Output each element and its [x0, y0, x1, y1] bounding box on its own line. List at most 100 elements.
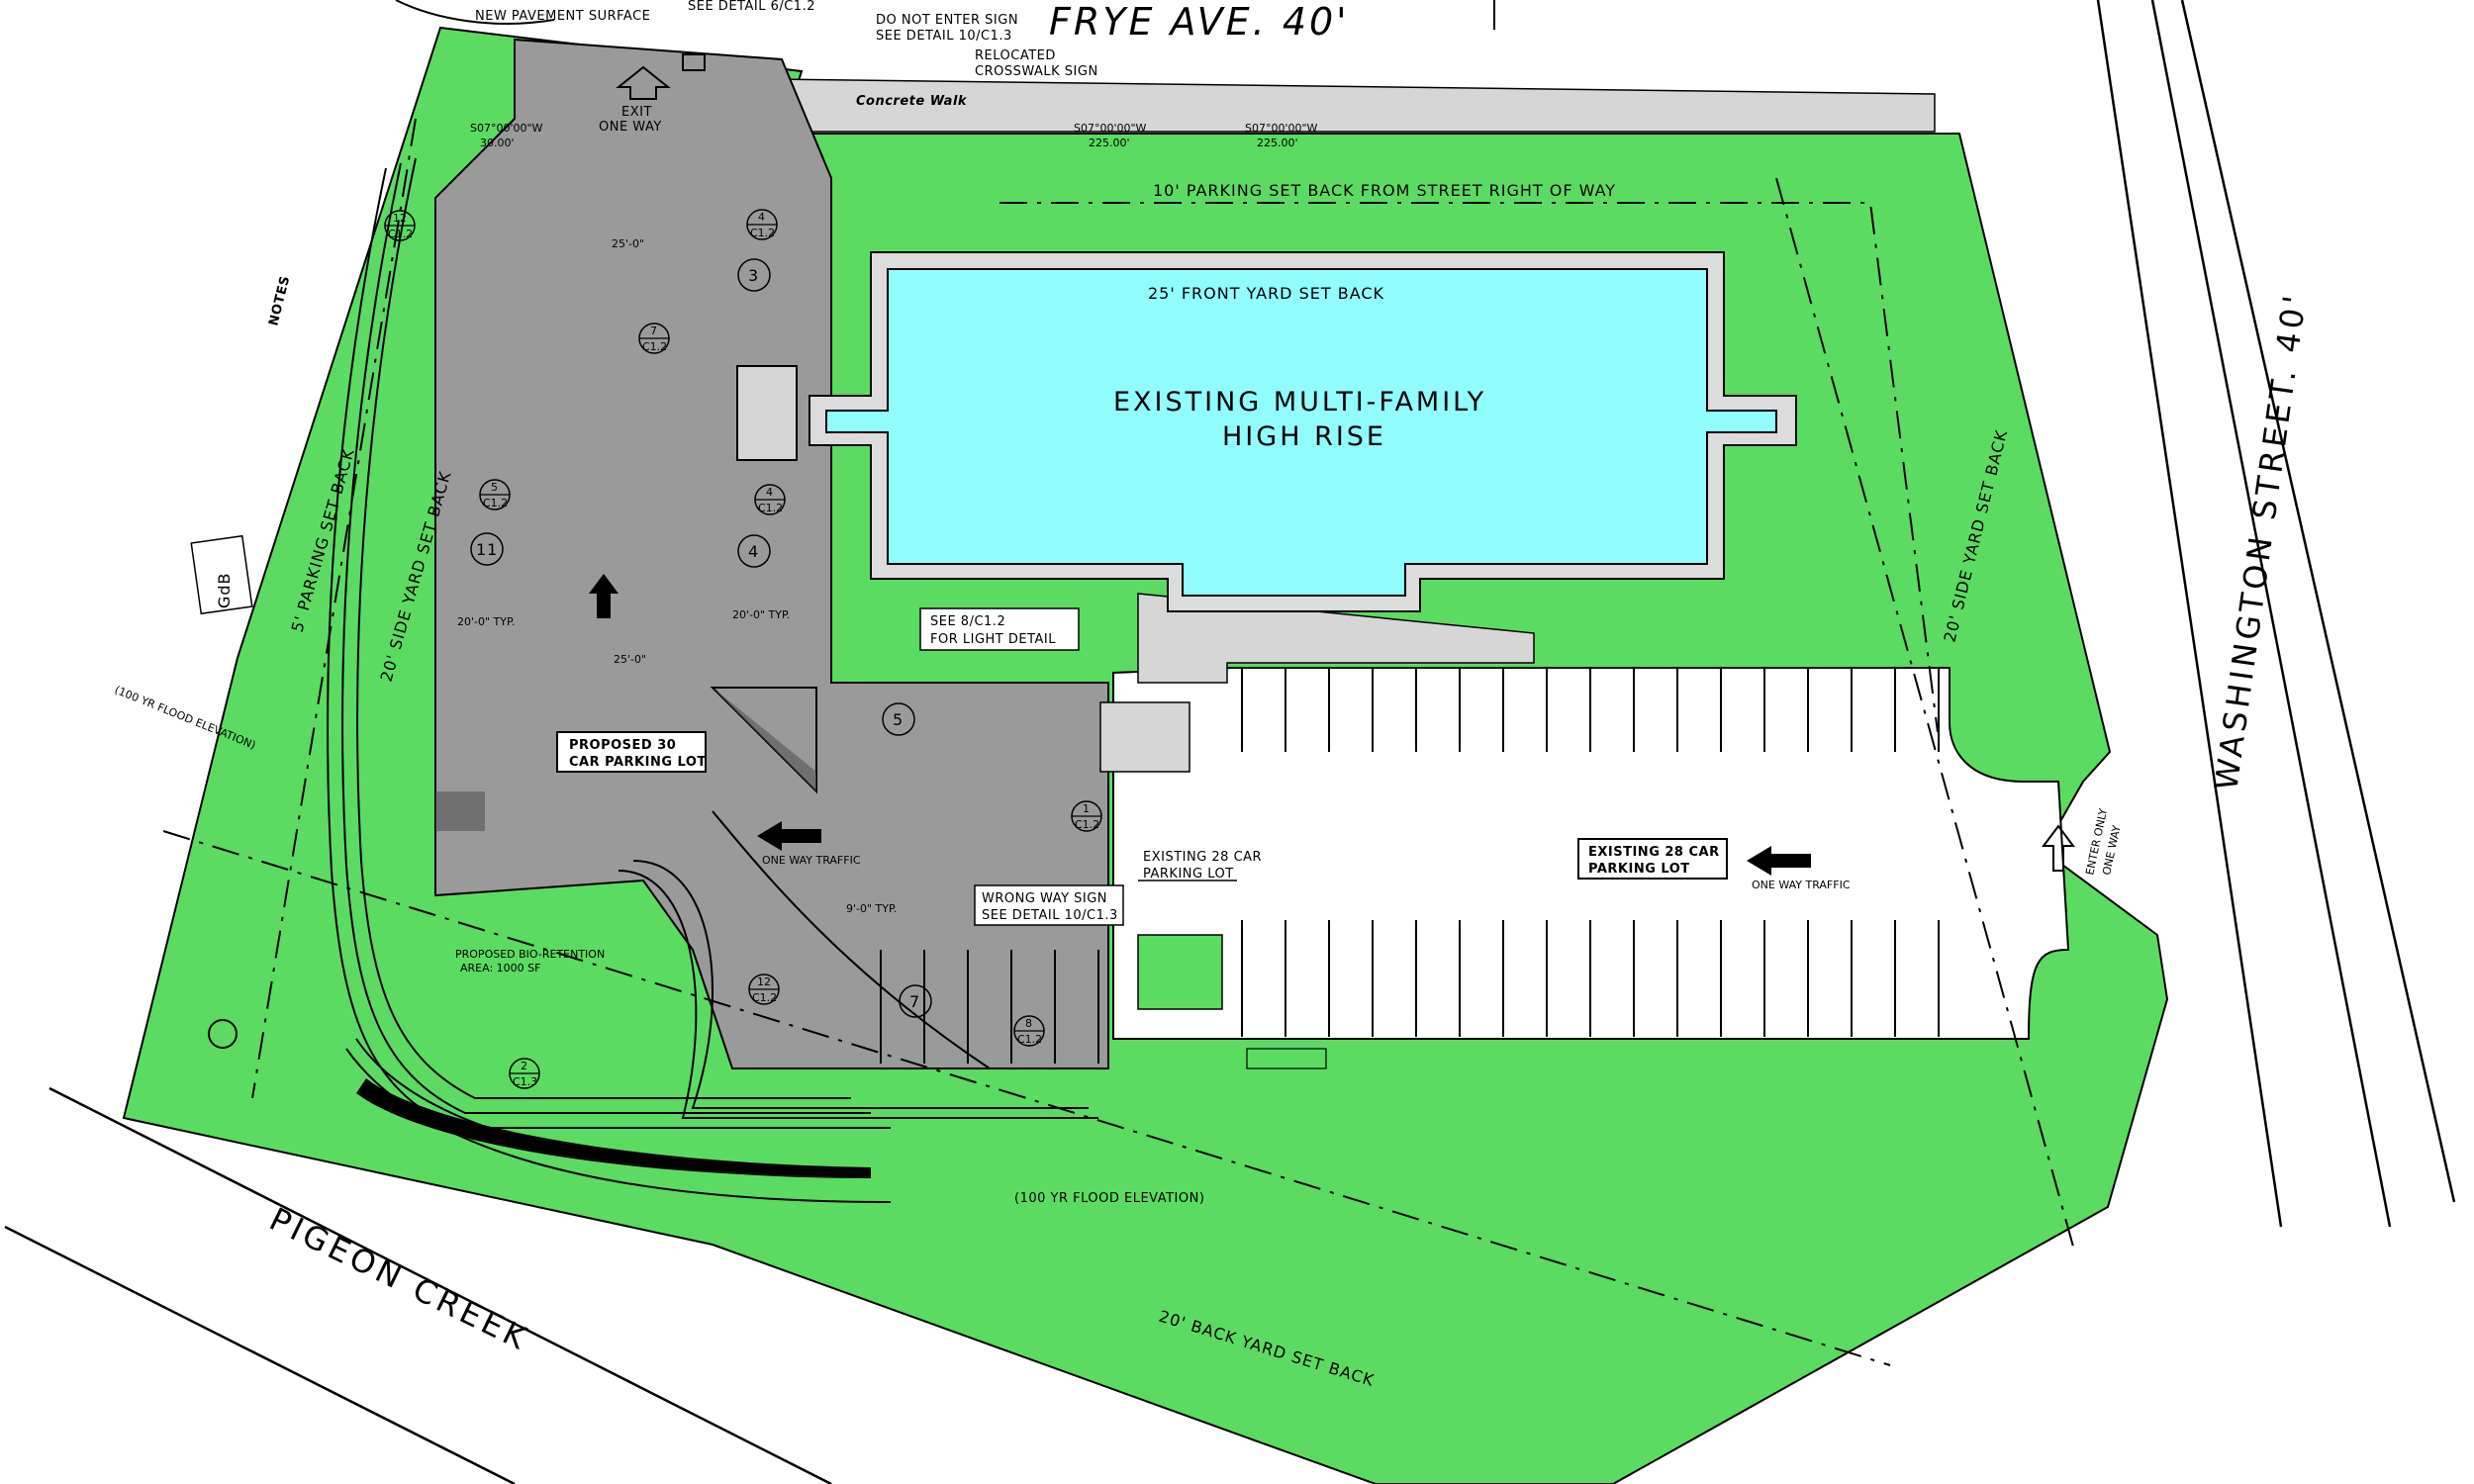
enter-arrow: [2042, 824, 2075, 872]
crosswalk-callout-2: CROSSWALK SIGN: [975, 64, 1098, 79]
existing-lot-callout-2: PARKING LOT: [1143, 867, 1234, 881]
bearing-frye-1-dist: 30.00': [480, 137, 515, 149]
wrong-way-line1: WRONG WAY SIGN: [982, 891, 1107, 906]
do-not-enter-detail: SEE DETAIL 10/C1.3: [876, 29, 1012, 44]
detail-ref-4-top-sheet: C1.2: [750, 227, 775, 239]
detail-ref-5-num: 5: [491, 481, 498, 494]
bio-retention-line1: PROPOSED BIO-RETENTION: [455, 948, 605, 961]
setback-lines: [162, 118, 2074, 1366]
notes-title: NOTES: [266, 274, 293, 327]
light-detail-line1: SEE 8/C1.2: [930, 614, 1005, 629]
detail-ref-7-num: 7: [650, 325, 657, 337]
detail-ref-8-num: 8: [1025, 1017, 1032, 1030]
detail-ref-1-sheet: C1.2: [1075, 818, 1099, 831]
island-5-number: 5: [893, 710, 904, 729]
detail-ref-8: 8 C1.2: [1013, 1015, 1045, 1047]
detail-ref-1: 1 C1.2: [1071, 800, 1102, 832]
utility-box: [1137, 934, 1223, 1010]
see-detail-6-callout: SEE DETAIL 6/C1.2: [688, 0, 815, 14]
proposed-parking-pavement: [434, 38, 1109, 1069]
bearing-frye-2: S07°00'00"W: [1074, 122, 1147, 135]
proposed-lot-box: PROPOSED 30 CAR PARKING LOT: [556, 731, 707, 773]
building-label-line2: HIGH RISE: [1222, 421, 1386, 452]
light-detail-box: SEE 8/C1.2 FOR LIGHT DETAIL: [919, 607, 1080, 651]
typ-9-label: 9'-0" TYP.: [846, 902, 897, 915]
dim-25-mid: 25'-0": [614, 653, 646, 666]
detail-ref-1-num: 1: [1083, 802, 1090, 815]
detail-ref-7: 7 C1.2: [638, 323, 670, 354]
existing-lot-callout-1: EXISTING 28 CAR: [1143, 850, 1262, 865]
island-4: 4: [737, 534, 771, 568]
proposed-lot-line2: CAR PARKING LOT: [569, 755, 707, 770]
existing-lot-box-line1: EXISTING 28 CAR: [1588, 845, 1720, 860]
existing-lot-box-line2: PARKING LOT: [1588, 862, 1690, 877]
typ-20-label-2: 20'-0" TYP.: [732, 608, 790, 621]
front-yard-setback-label: 25' FRONT YARD SET BACK: [1148, 284, 1384, 303]
one-way-traffic-proposed: ONE WAY TRAFFIC: [762, 854, 861, 867]
detail-ref-8-sheet: C1.2: [1017, 1033, 1042, 1046]
one-way-traffic-existing: ONE WAY TRAFFIC: [1752, 879, 1851, 891]
crosswalk-callout-1: RELOCATED: [975, 48, 1056, 63]
detail-ref-5: 5 C1.2: [479, 479, 511, 510]
new-pavement-callout: NEW PAVEMENT SURFACE: [475, 9, 650, 24]
island-7-number: 7: [909, 992, 920, 1011]
one-way-arrow-lane: [589, 574, 618, 618]
sign-post-top: [682, 53, 706, 71]
existing-stalls-bottom: [1241, 920, 1940, 1037]
typ-20-label-1: 20'-0" TYP.: [457, 615, 515, 628]
detail-ref-2-num: 2: [521, 1060, 527, 1072]
concrete-walk-label: Concrete Walk: [856, 94, 968, 109]
tree: [208, 1019, 238, 1049]
soil-label-box: GdB: [190, 534, 253, 615]
soil-label: GdB: [215, 572, 234, 608]
detail-ref-7-sheet: C1.2: [642, 340, 667, 353]
parking-setback-label: 10' PARKING SET BACK FROM STREET RIGHT O…: [1153, 181, 1616, 200]
existing-stalls-top: [1241, 668, 1940, 752]
exit-one-way-label: ONE WAY: [599, 120, 662, 135]
hatched-islands: [435, 687, 817, 831]
proposed-lot-line1: PROPOSED 30: [569, 738, 676, 753]
one-way-arrow-existing: ONE WAY TRAFFIC: [1747, 846, 1851, 891]
island-5: 5: [882, 702, 915, 736]
wrong-way-line2: SEE DETAIL 10/C1.3: [982, 908, 1118, 923]
bio-retention-line2: AREA: 1000 SF: [460, 962, 540, 974]
detail-ref-12-top: 12 C1.2: [384, 210, 416, 241]
detail-ref-4-mid-sheet: C1.2: [758, 502, 783, 514]
detail-ref-4-top-num: 4: [758, 211, 765, 224]
detail-ref-12-bottom-sheet: C1.2: [752, 991, 777, 1004]
one-way-arrow-proposed: ONE WAY TRAFFIC: [757, 821, 861, 867]
existing-lot-box: EXISTING 28 CAR PARKING LOT: [1577, 838, 1728, 880]
building-pad: [1137, 593, 1535, 684]
detail-ref-4-mid: 4 C1.2: [754, 484, 786, 515]
grading-contours: [327, 157, 1098, 1203]
island-3: 3: [737, 258, 771, 292]
detail-ref-2-sheet: C1.3: [513, 1075, 537, 1088]
exit-arrow: [616, 65, 671, 100]
bearing-frye-1: S07°00'00"W: [470, 122, 543, 135]
frye-ave-label: FRYE AVE. 40': [1049, 0, 1350, 44]
do-not-enter-callout: DO NOT ENTER SIGN: [876, 13, 1018, 28]
detail-ref-4-top: 4 C1.2: [746, 209, 778, 240]
detail-ref-12-bottom-num: 12: [757, 975, 771, 988]
building: [809, 251, 1797, 612]
dim-25-top: 25'-0": [612, 237, 644, 250]
bearing-frye-2-dist: 225.00': [1089, 137, 1130, 149]
detail-ref-2: 2 C1.3: [509, 1058, 540, 1089]
stair-well: [736, 365, 798, 461]
bearing-frye-3-dist: 225.00': [1257, 137, 1298, 149]
island-7: 7: [899, 984, 932, 1018]
wrong-way-box: WRONG WAY SIGN SEE DETAIL 10/C1.3: [974, 884, 1124, 926]
bearing-frye-3: S07°00'00"W: [1245, 122, 1318, 135]
transformer-pad: [1099, 701, 1190, 773]
detail-ref-5-sheet: C1.2: [483, 497, 508, 510]
flood-elevation-label: (100 YR FLOOD ELEVATION): [1014, 1191, 1204, 1206]
island-11: 11: [470, 532, 504, 566]
light-detail-line2: FOR LIGHT DETAIL: [930, 632, 1056, 647]
exit-label: EXIT: [621, 105, 652, 120]
island-3-number: 3: [748, 266, 759, 285]
pigeon-creek-label: PIGEON CREEK: [263, 1200, 535, 1358]
detail-ref-12-top-sheet: C1.2: [388, 228, 413, 240]
island-4-number: 4: [748, 542, 759, 561]
detail-ref-12-top-num: 12: [393, 212, 407, 225]
